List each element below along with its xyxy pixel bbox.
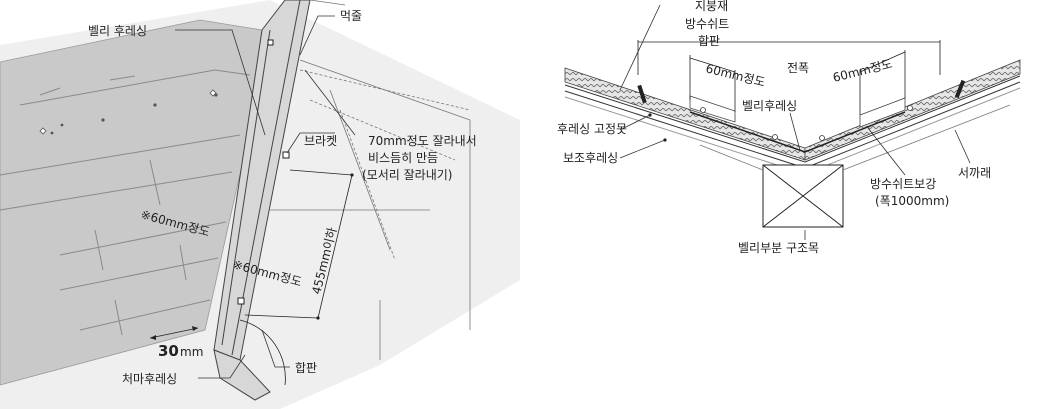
right-gap [859, 97, 906, 128]
right-diagram: 지붕재 방수쉬트 합판 전폭 60mm정도 60mm정도 후레싱 고정못 보조후… [557, 0, 1021, 255]
diamond-marks [39, 89, 217, 135]
rafter-label: 서까래 [958, 166, 991, 180]
right-dimensions [637, 40, 941, 115]
overlap-60mm-right: 60mm정도 [831, 57, 893, 85]
belly-flashing-label-right: 벨리후레싱 [742, 99, 797, 113]
plywood-outline [270, 0, 471, 360]
sheet-reinforce-label: 방수쉬트보강 [870, 177, 936, 191]
belly-flashing-label: 벨리 후레싱 [88, 24, 147, 38]
flashing-nail-label: 후레싱 고정못 [557, 122, 627, 136]
valley-flashing-v [689, 111, 906, 153]
valley-structure-label: 벨리부분 구조목 [738, 241, 819, 255]
cut-note-line-1: 70mm정도 잘라내서 [368, 134, 477, 148]
underlay-label: 방수쉬트 [685, 17, 729, 31]
bracket-upper [282, 151, 290, 159]
bracket-lower [237, 297, 245, 305]
plywood-label-right: 합판 [698, 34, 720, 48]
sheet-width-label: (폭1000mm) [875, 194, 949, 208]
eave-30mm-dimension [149, 326, 199, 340]
left-leader-lines [175, 15, 356, 379]
spacing-dimension [244, 169, 354, 320]
plywood-arc [239, 319, 286, 386]
cut-note-line-3: (모서리 잘라내기) [362, 168, 452, 182]
bracket-top [267, 39, 274, 46]
cut-note-line-2: 비스듬히 만듬 [368, 151, 438, 165]
left-gap [689, 95, 736, 123]
eave-flashing-label: 처마후레싱 [122, 372, 177, 386]
left-diagram: 벨리 후레싱 먹줄 브라켓 70mm정도 잘라내서 비스듬히 만듬 (모서리 잘… [0, 0, 520, 409]
eave-30-unit: mm [180, 345, 203, 359]
eave-flashing-piece [213, 349, 271, 401]
bracket-label: 브라켓 [304, 134, 337, 148]
string-line-label: 먹줄 [340, 9, 362, 23]
overlap-60mm-left: 60mm정도 [704, 61, 766, 89]
roof-right-slope [804, 59, 1021, 161]
full-width-label: 전폭 [787, 61, 809, 75]
valley-flashing-strip [213, 0, 311, 361]
shingle-courses [0, 69, 251, 336]
eave-30-value: 30 [158, 342, 179, 360]
sub-flashing-label: 보조후레싱 [563, 151, 618, 165]
screws [637, 79, 966, 104]
roofing-label: 지붕재 [695, 0, 728, 13]
right-leader-lines [619, 4, 971, 240]
plywood-label-left: 합판 [295, 361, 317, 375]
rafter-lines [699, 104, 1011, 171]
roof-left-slope [564, 67, 806, 161]
nail-heads [700, 105, 913, 141]
